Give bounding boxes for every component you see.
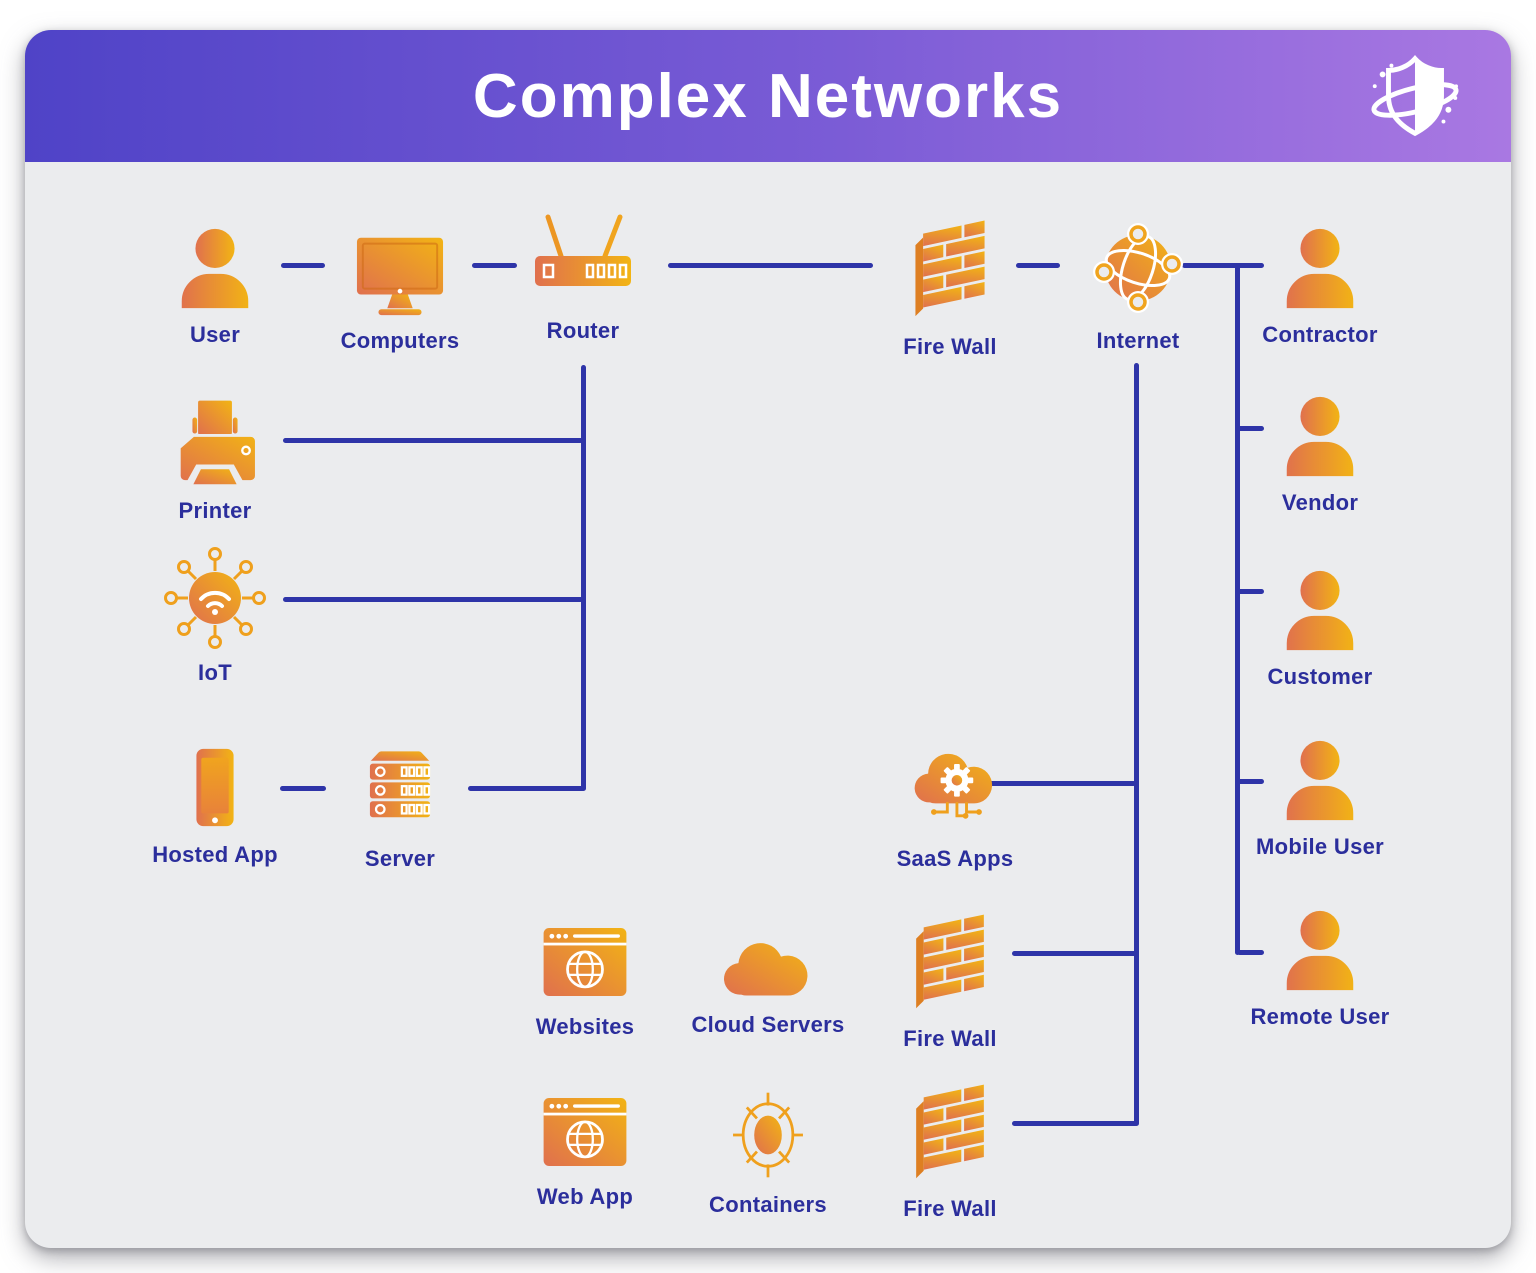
node-label: Computers: [340, 328, 460, 353]
node-label: Web App: [536, 1184, 634, 1209]
smartphone-icon: [196, 748, 234, 827]
node-firewall-1: Fire Wall: [850, 220, 1050, 360]
connector-line: [468, 786, 585, 791]
connector-line: [283, 597, 583, 602]
node-label: IoT: [198, 660, 232, 685]
router-icon: [535, 214, 631, 286]
person-icon: [1282, 570, 1358, 654]
iot-hub-icon: [164, 547, 266, 649]
node-customer: Customer: [1220, 566, 1420, 690]
diagram-card: Complex Networks: [25, 30, 1511, 1248]
connector-line: [1012, 1121, 1138, 1126]
node-web-app: Web App: [485, 1090, 685, 1210]
connector-line: [472, 263, 517, 268]
node-cloud-servers: Cloud Servers: [668, 928, 868, 1038]
node-computers: Computers: [300, 228, 500, 354]
node-label: Containers: [709, 1192, 827, 1217]
person-icon: [1282, 910, 1358, 994]
connector-line: [581, 365, 586, 791]
brick-wall-icon: [915, 220, 985, 317]
connector-line: [1237, 779, 1264, 784]
person-icon: [177, 228, 253, 312]
node-internet: Internet: [1038, 218, 1238, 354]
node-user: User: [115, 224, 315, 348]
node-firewall-3: Fire Wall: [850, 1084, 1050, 1222]
node-saas-apps: SaaS Apps: [855, 740, 1055, 872]
connector-line: [935, 781, 1136, 786]
browser-globe-icon: [543, 1097, 627, 1167]
node-vendor: Vendor: [1220, 392, 1420, 516]
node-label: Server: [364, 846, 436, 871]
helm-wheel-icon: [733, 1092, 803, 1178]
header-banner: Complex Networks: [25, 30, 1511, 162]
node-label: Router: [546, 318, 620, 343]
node-remote-user: Remote User: [1220, 906, 1420, 1030]
node-label: Contractor: [1262, 322, 1378, 347]
node-label: Cloud Servers: [691, 1012, 845, 1037]
node-label: User: [189, 322, 241, 347]
cloud-icon: [724, 943, 808, 996]
node-contractor: Contractor: [1220, 224, 1420, 348]
brick-wall-icon: [916, 1084, 984, 1179]
node-router: Router: [483, 208, 683, 344]
connector-line: [1016, 263, 1060, 268]
page-title: Complex Networks: [472, 61, 1064, 131]
person-icon: [1282, 740, 1358, 824]
browser-globe-icon: [543, 927, 627, 997]
node-label: Vendor: [1281, 490, 1359, 515]
node-containers: Containers: [668, 1088, 868, 1218]
connector-line: [1237, 426, 1264, 431]
printer-icon: [177, 400, 258, 485]
person-icon: [1282, 228, 1358, 312]
cloud-gear-icon: [914, 753, 993, 819]
shield-orbit-logo-icon: [1371, 54, 1459, 137]
node-iot: IoT: [115, 546, 315, 686]
node-mobile-user: Mobile User: [1220, 736, 1420, 860]
connector-line: [1012, 951, 1138, 956]
connector-line: [1237, 589, 1264, 594]
server-rack-icon: [369, 751, 431, 818]
node-label: Fire Wall: [903, 1026, 997, 1051]
node-label: Internet: [1096, 328, 1180, 353]
globe-network-icon: [1093, 223, 1183, 313]
node-hosted-app: Hosted App: [115, 744, 315, 868]
connector-line: [1134, 363, 1139, 1126]
connector-line: [668, 263, 873, 268]
node-printer: Printer: [115, 396, 315, 524]
connector-line: [1237, 950, 1264, 955]
connector-line: [281, 263, 325, 268]
node-websites: Websites: [485, 920, 685, 1040]
node-label: Printer: [178, 498, 252, 523]
node-label: Fire Wall: [903, 1196, 997, 1221]
node-label: Remote User: [1250, 1004, 1390, 1029]
node-label: Mobile User: [1256, 834, 1384, 859]
connector-line: [280, 786, 326, 791]
node-label: Customer: [1267, 664, 1373, 689]
connector-line: [283, 438, 583, 443]
node-firewall-2: Fire Wall: [850, 914, 1050, 1052]
monitor-icon: [356, 237, 444, 316]
node-server: Server: [300, 742, 500, 872]
brick-wall-icon: [916, 914, 984, 1009]
connector-line: [1182, 263, 1264, 268]
node-label: Fire Wall: [903, 334, 997, 359]
person-icon: [1282, 396, 1358, 480]
node-label: Hosted App: [152, 842, 278, 867]
node-label: SaaS Apps: [896, 846, 1014, 871]
node-label: Websites: [535, 1014, 635, 1039]
connector-line: [1235, 263, 1240, 955]
